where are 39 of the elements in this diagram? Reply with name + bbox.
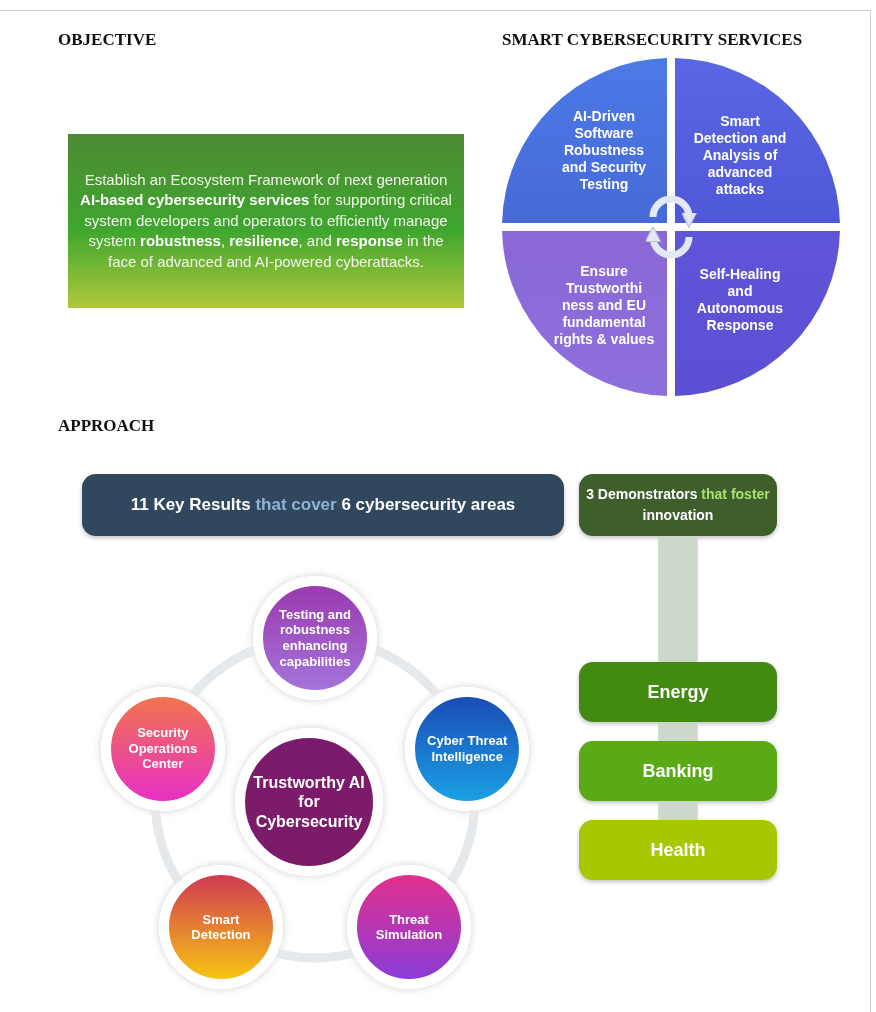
sector-box bbox=[579, 741, 777, 801]
node-label: Establish an Ecosystem Framework of next generation AI-based cybersecurity services for supporting critical system developers and operators to efficiently manage system robustness, resilience, and response in the face of advanced and AI-powered cyberattacks. bbox=[80, 169, 452, 272]
node-label: Smart Detection bbox=[190, 911, 252, 944]
node-label: AI-Driven Software Robustness and Security Testing bbox=[561, 107, 647, 193]
node-label: Security Operations Center bbox=[127, 725, 199, 772]
sector-box bbox=[579, 820, 777, 880]
connector-bar bbox=[658, 801, 698, 820]
node-label: 11 Key Results that cover 6 cybersecurity areas bbox=[130, 495, 516, 515]
ring-connector bbox=[447, 809, 479, 885]
connector-bar bbox=[658, 536, 698, 662]
node-label: Self-Healing and Autonomous Response bbox=[695, 266, 785, 334]
section-heading: OBJECTIVE bbox=[58, 30, 157, 50]
node-label: Testing and robustness enhancing capabilities bbox=[278, 606, 352, 670]
service-quadrant bbox=[502, 231, 667, 396]
node-label: Smart Detection and Analysis of advanced attacks bbox=[692, 112, 788, 198]
ring-connector bbox=[276, 949, 354, 963]
section-heading: APPROACH bbox=[58, 416, 155, 436]
node-label: Energy bbox=[647, 681, 709, 703]
objective-panel bbox=[68, 134, 464, 308]
node-label: Ensure Trustworthi ness and EU fundamental rights & values bbox=[552, 262, 656, 348]
connector-bar bbox=[658, 722, 698, 741]
ring-connector bbox=[151, 809, 183, 885]
section-heading: SMART CYBERSECURITY SERVICES bbox=[502, 30, 803, 50]
service-quadrant bbox=[675, 231, 840, 396]
cycle-arrow bbox=[645, 225, 693, 259]
service-quadrant bbox=[502, 58, 667, 223]
sector-box bbox=[579, 662, 777, 722]
ring-connector bbox=[189, 645, 257, 698]
node-label: 3 Demonstrators that foster innovation bbox=[585, 485, 771, 525]
node-label: Threat Simulation bbox=[374, 911, 444, 944]
node-label: Trustworthy AI for Cybersecurity bbox=[252, 773, 366, 831]
ring-connector bbox=[373, 645, 441, 698]
demonstrators-banner bbox=[579, 474, 777, 536]
cycle-arrow bbox=[649, 195, 697, 229]
node-label: Banking bbox=[642, 760, 714, 782]
node-label: Health bbox=[650, 839, 706, 861]
service-quadrant bbox=[675, 58, 840, 223]
results-banner bbox=[82, 474, 564, 536]
node-label: Cyber Threat Intelligence bbox=[426, 732, 509, 765]
